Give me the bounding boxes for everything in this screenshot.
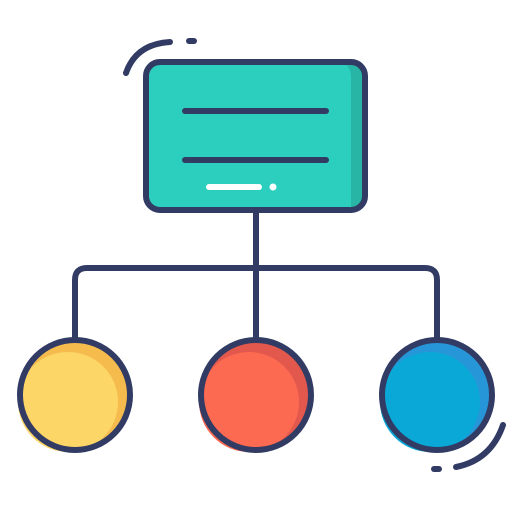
connector-lines — [72, 207, 440, 345]
red-node-face — [199, 352, 299, 452]
root-card-face — [146, 62, 351, 210]
blue-node-face — [380, 352, 480, 452]
branch-line — [72, 265, 440, 343]
blue-node-outline — [379, 337, 495, 453]
motion-arcs — [123, 38, 506, 472]
yellow-node — [17, 337, 133, 453]
highlight-dot — [269, 183, 277, 191]
top-left-arc — [123, 39, 173, 76]
root-card-outline — [143, 59, 368, 213]
yellow-node-outline — [17, 337, 133, 453]
root-card — [143, 59, 368, 213]
bottom-right-arc — [453, 422, 506, 470]
red-node — [198, 337, 314, 453]
yellow-node-face — [18, 352, 118, 452]
red-node-outline — [198, 337, 314, 453]
blue-node — [379, 337, 495, 453]
